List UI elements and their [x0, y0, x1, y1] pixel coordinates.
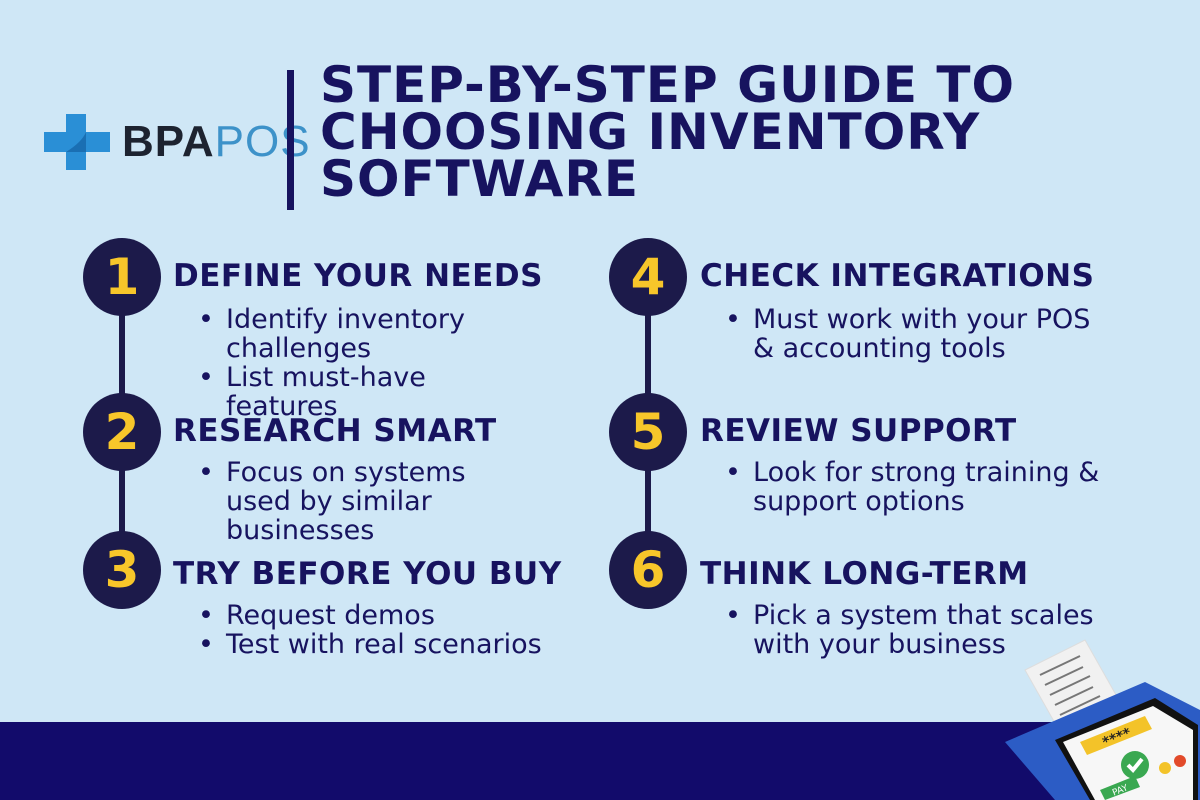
step-bullets: Request demos Test with real scenarios: [198, 601, 578, 659]
bullet-item: List must-have features: [198, 363, 498, 421]
pos-terminal-icon: **** PAY: [1005, 639, 1200, 800]
step-number: 4: [609, 238, 687, 316]
title-line-2: CHOOSING INVENTORY: [320, 103, 981, 161]
step-bullets: Look for strong training & support optio…: [725, 458, 1125, 516]
step-number: 3: [83, 531, 161, 609]
page-title: STEP-BY-STEP GUIDE TO CHOOSING INVENTORY…: [320, 56, 1180, 208]
step-bullets: Identify inventory challenges List must-…: [198, 305, 498, 421]
step-bullets: Pick a system that scales with your busi…: [725, 601, 1105, 659]
footer-band: [0, 722, 1200, 800]
step-number: 1: [83, 238, 161, 316]
bullet-item: Pick a system that scales with your busi…: [725, 601, 1105, 659]
logo-text-light: POS: [214, 117, 311, 166]
step-heading: REVIEW SUPPORT: [700, 413, 1017, 449]
bullet-item: Request demos: [198, 601, 578, 630]
step-number: 6: [609, 531, 687, 609]
bullet-item: Look for strong training & support optio…: [725, 458, 1125, 516]
step-heading: RESEARCH SMART: [173, 413, 497, 449]
bpapos-logo: BPAPOS: [42, 110, 311, 174]
title-line-3: SOFTWARE: [320, 150, 640, 208]
logo-text-bold: BPA: [122, 117, 215, 166]
bullet-item: Focus on systems used by similar busines…: [198, 458, 538, 545]
step-heading: DEFINE YOUR NEEDS: [173, 258, 543, 294]
bullet-item: Test with real scenarios: [198, 630, 578, 659]
title-line-1: STEP-BY-STEP GUIDE TO: [320, 56, 1016, 114]
bullet-item: Must work with your POS & accounting too…: [725, 305, 1105, 363]
bullet-item: Identify inventory challenges: [198, 305, 498, 363]
step-heading: CHECK INTEGRATIONS: [700, 258, 1095, 294]
step-number: 5: [609, 393, 687, 471]
medical-cross-icon: [44, 114, 110, 170]
step-heading: THINK LONG-TERM: [700, 556, 1029, 592]
title-divider: [287, 70, 294, 210]
step-bullets: Must work with your POS & accounting too…: [725, 305, 1105, 363]
step-number: 2: [83, 393, 161, 471]
step-bullets: Focus on systems used by similar busines…: [198, 458, 538, 545]
step-heading: TRY BEFORE YOU BUY: [173, 556, 562, 592]
